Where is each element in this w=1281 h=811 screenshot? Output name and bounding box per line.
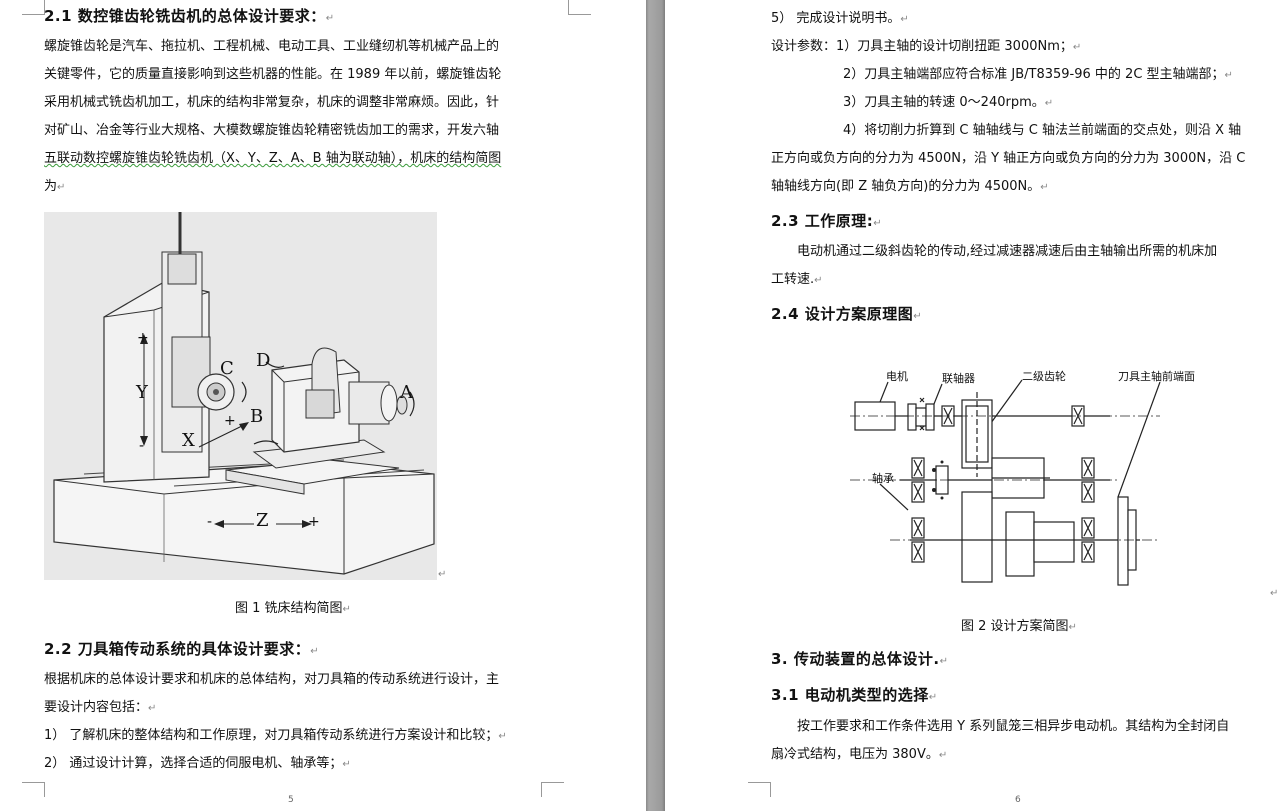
section-2-4-heading: 2.4 设计方案原理图↵ <box>771 305 923 323</box>
page-number: 5 <box>288 795 294 805</box>
design-params-line: 3）刀具主轴的转速 0～240rpm。↵ <box>843 95 1054 110</box>
sign-plus: + <box>137 330 149 346</box>
design-params-line: 轴轴线方向(即 Z 轴负方向)的分力为 4500N。↵ <box>771 179 1049 194</box>
margin-corner-mark <box>541 782 564 797</box>
margin-corner-mark <box>748 782 771 797</box>
paragraph-line: 采用机械式铣齿机加工，机床的结构非常复杂，机床的调整非常麻烦。因此，针 <box>44 95 500 110</box>
list-item: 5） 完成设计说明书。↵ <box>771 11 909 26</box>
list-item: 1） 了解机床的整体结构和工作原理，对刀具箱传动系统进行方案设计和比较；↵ <box>44 728 507 743</box>
paragraph-line: 扇冷式结构，电压为 380V。↵ <box>771 747 948 762</box>
figure-1-labels: Y X Z A B C D + - + - + <box>44 212 437 580</box>
label-coupling: 联轴器 <box>942 372 975 385</box>
paragraph-line: 按工作要求和工作条件选用 Y 系列鼠笼三相异步电动机。其结构为全封闭自 <box>797 719 1230 734</box>
paragraph-line: 根据机床的总体设计要求和机床的总体结构，对刀具箱的传动系统进行设计，主 <box>44 672 500 687</box>
design-params-line: 正方向或负方向的分力为 4500N，沿 Y 轴正方向或负方向的分力为 3000N… <box>771 151 1246 166</box>
section-3-1-heading: 3.1 电动机类型的选择↵ <box>771 686 938 704</box>
margin-corner-mark <box>568 0 591 15</box>
figure-2-scheme-diagram <box>850 379 1161 586</box>
axis-label-y: Y <box>136 382 148 403</box>
label-two-stage-gear: 二级齿轮 <box>1022 370 1066 383</box>
axis-label-b: B <box>250 406 264 427</box>
section-3-heading: 3. 传动装置的总体设计.↵ <box>771 650 949 668</box>
axis-label-c: C <box>220 358 234 379</box>
sign-plus: + <box>308 514 320 530</box>
page-number: 6 <box>1015 795 1021 805</box>
margin-corner-mark <box>22 0 45 15</box>
paragraph-line: 要设计内容包括：↵ <box>44 700 157 715</box>
design-params-line: 2）刀具主轴端部应符合标准 JB/T8359-96 中的 2C 型主轴端部；↵ <box>843 67 1233 82</box>
label-motor: 电机 <box>886 370 908 383</box>
page-gutter <box>646 0 665 811</box>
section-2-3-heading: 2.3 工作原理:↵ <box>771 212 883 230</box>
paragraph-line: 为↵ <box>44 179 66 194</box>
margin-corner-mark <box>22 782 45 797</box>
paragraph-line: 对矿山、冶金等行业大规格、大模数螺旋锥齿轮精密铣齿加工的需求，开发六轴 <box>44 123 500 138</box>
sign-minus: - <box>207 514 213 530</box>
figure-2-labels: 电机 联轴器 二级齿轮 刀具主轴前端面 轴承 <box>850 362 1270 592</box>
paragraph-line: 工转速.↵ <box>771 272 823 287</box>
paragraph-line: 五联动数控螺旋锥齿轮铣齿机（X、Y、Z、A、B 轴为联动轴），机床的结构简图 <box>44 151 502 166</box>
paragraph-mark: ↵ <box>438 569 447 580</box>
paragraph-line: 电动机通过二级斜齿轮的传动,经过减速器减速后由主轴输出所需的机床加 <box>797 244 1218 259</box>
section-2-2-heading: 2.2 刀具箱传动系统的具体设计要求：↵ <box>44 640 320 658</box>
design-params-line: 设计参数：1）刀具主轴的设计切削扭距 3000Nm；↵ <box>771 39 1082 54</box>
document-page-right: 5） 完成设计说明书。↵ 设计参数：1）刀具主轴的设计切削扭距 3000Nm；↵… <box>665 0 1281 811</box>
paragraph-line: 关键零件，它的质量直接影响到这些机器的性能。在 1989 年以前，螺旋锥齿轮 <box>44 67 502 82</box>
sign-minus: - <box>139 438 145 454</box>
document-page-left: 2.1 数控锥齿轮铣齿机的总体设计要求：↵ 螺旋锥齿轮是汽车、拖拉机、工程机械、… <box>22 0 591 805</box>
figure-1-machine-diagram <box>44 212 437 580</box>
axis-label-z: Z <box>256 510 269 531</box>
list-item: 2） 通过设计计算，选择合适的伺服电机、轴承等；↵ <box>44 756 351 771</box>
figure-2-caption: 图 2 设计方案简图↵ <box>961 619 1077 634</box>
paragraph-line: 螺旋锥齿轮是汽车、拖拉机、工程机械、电动工具、工业缝纫机等机械产品上的 <box>44 39 500 54</box>
label-bearing: 轴承 <box>872 472 894 485</box>
axis-label-d: D <box>256 350 271 371</box>
axis-label-x: X <box>182 430 195 451</box>
sign-plus: + <box>224 413 236 429</box>
label-spindle-front-face: 刀具主轴前端面 <box>1118 370 1195 383</box>
figure-1-caption: 图 1 铣床结构简图↵ <box>235 601 351 616</box>
section-2-1-heading: 2.1 数控锥齿轮铣齿机的总体设计要求：↵ <box>44 7 335 25</box>
axis-label-a: A <box>400 382 413 403</box>
design-params-line: 4）将切削力折算到 C 轴轴线与 C 轴法兰前端面的交点处，则沿 X 轴 <box>843 123 1242 138</box>
paragraph-mark: ↵ <box>1270 588 1279 599</box>
